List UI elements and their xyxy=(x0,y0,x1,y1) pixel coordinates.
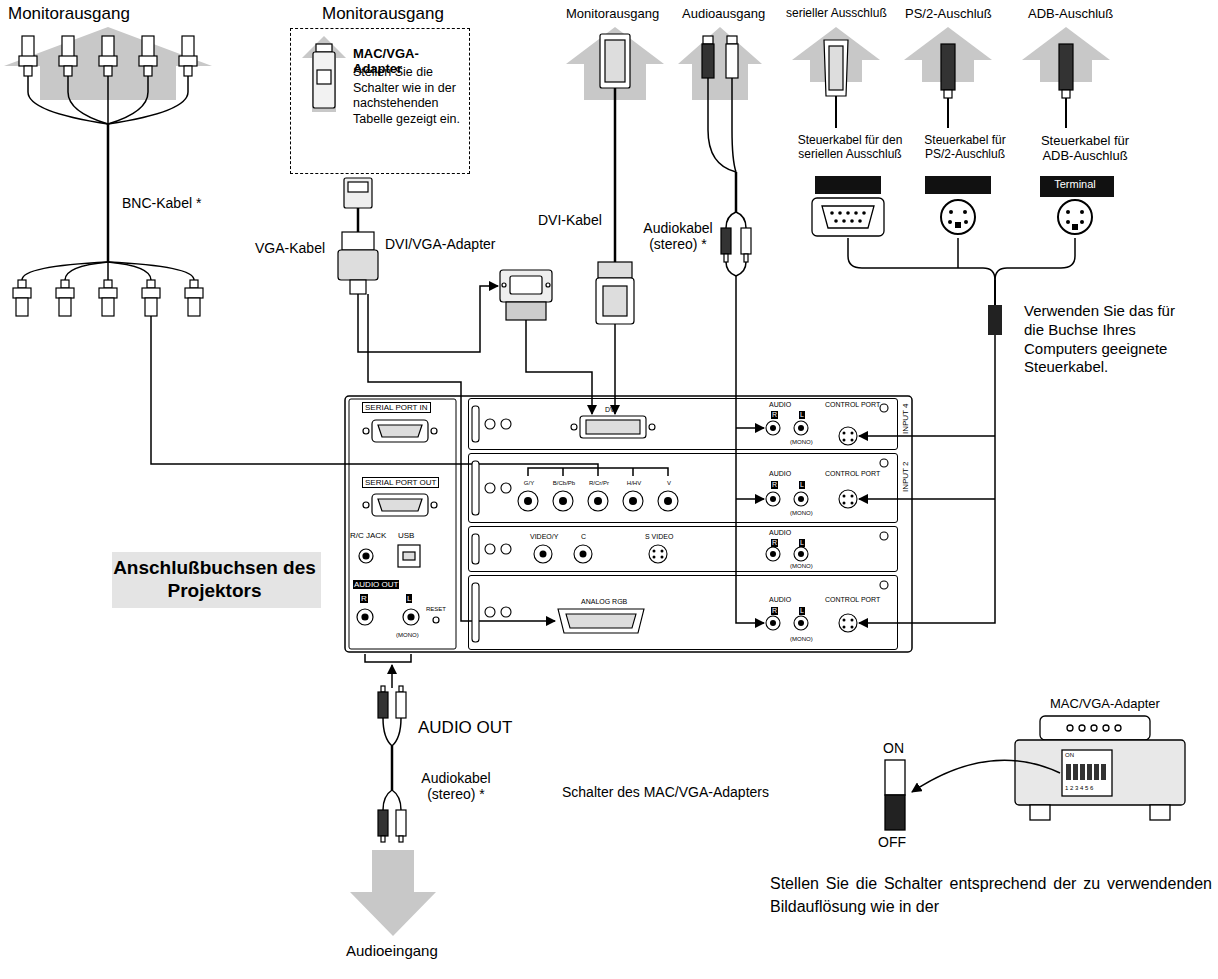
input-module: ANALOG RGB AUDIO R L (MONO) CONTROL PORT xyxy=(468,575,898,650)
node-text: CONTROL PORT xyxy=(825,470,880,478)
node-text: AUDIO xyxy=(769,529,791,537)
label: AUDIO OUT xyxy=(353,580,399,589)
label: R xyxy=(360,594,368,603)
label: DVI-Kabel xyxy=(538,212,602,228)
input-module: G/YB/Cb/PbR/Cr/PrH/HVV AUDIO R L (MONO) CONTR… xyxy=(468,453,898,523)
node-text: R/Cr/Pr xyxy=(582,480,616,487)
label: serieller Ausschluß xyxy=(786,7,887,21)
terminal-label-box: Terminal xyxy=(1040,176,1114,197)
label: USB xyxy=(398,531,414,540)
label: OFF xyxy=(878,834,906,850)
label: Audioausgang xyxy=(682,7,765,22)
node-text: L xyxy=(799,481,805,489)
label: Monitorausgang xyxy=(566,7,659,22)
input-module: DVI AUDIO R L (MONO) CONTROL PORT xyxy=(468,398,898,450)
label: MAC/VGA-Adapter xyxy=(1050,697,1160,712)
label: ON xyxy=(1065,752,1074,759)
node-text: (MONO) xyxy=(790,439,813,446)
label: ON xyxy=(883,740,904,756)
label: Schalter des MAC/VGA-Adapters xyxy=(562,784,769,800)
node-text: R xyxy=(771,607,778,615)
node-text: CONTROL PORT xyxy=(825,401,880,409)
node-text: VIDEO/Y xyxy=(530,533,558,541)
label: L xyxy=(406,594,412,603)
node-text: AUDIO xyxy=(769,401,791,409)
node-text: L xyxy=(799,539,805,547)
label: R/C JACK xyxy=(350,531,386,540)
node-text: AUDIO xyxy=(769,470,791,478)
label: Audiokabel (stereo) * xyxy=(640,220,716,252)
label: Steuerkabel für PS/2-Auschluß xyxy=(916,134,1014,162)
node-text: C xyxy=(581,533,586,541)
label: (MONO) xyxy=(396,632,419,639)
label: Steuerkabel für ADB-Auschluß xyxy=(1030,134,1140,164)
node-text: R xyxy=(771,481,778,489)
node-text: AUDIO xyxy=(769,596,791,604)
label: SERIAL PORT IN xyxy=(362,402,431,413)
label: PS/2-Auschluß xyxy=(905,7,992,22)
node-text: G/Y xyxy=(512,480,546,487)
label: VGA-Kabel xyxy=(255,240,325,256)
node-text: L xyxy=(799,411,805,419)
label: Monitorausgang xyxy=(8,4,130,24)
input-module: VIDEO/Y C S VIDEO AUDIO R L (MONO) xyxy=(468,526,898,572)
node-text: Terminal xyxy=(1040,176,1110,194)
label: INPUT 2 xyxy=(901,461,910,492)
label: ADB-Auschluß xyxy=(1028,7,1113,22)
label: Audiokabel (stereo) * xyxy=(416,770,496,802)
node-text: (MONO) xyxy=(790,563,813,570)
node-text: DVI xyxy=(605,406,617,414)
label: RESET xyxy=(426,606,446,613)
title-patch: Anschlußbuchsen des Projektors xyxy=(112,552,321,608)
label: BNC-Kabel * xyxy=(122,195,201,211)
label: Stellen Sie die Schalter entsprechend de… xyxy=(770,872,1212,918)
label: SERIAL PORT OUT xyxy=(362,477,439,488)
label: Monitorausgang xyxy=(322,4,444,24)
node-text: S VIDEO xyxy=(645,533,673,541)
node-text: Stellen Sie die Schalter wie in der nach… xyxy=(353,65,467,128)
label: INPUT 4 xyxy=(901,403,910,434)
node-text: R xyxy=(771,411,778,419)
callout-box: MAC/VGA-AdapterStellen Sie die Schalter … xyxy=(290,28,470,174)
node-text: (MONO) xyxy=(790,510,813,517)
node-text: R xyxy=(771,539,778,547)
node-text: V xyxy=(652,480,686,487)
label: AUDIO OUT xyxy=(418,718,512,738)
node-text: H/HV xyxy=(617,480,651,487)
label: Verwenden Sie das für die Buchse Ihres C… xyxy=(1024,302,1189,377)
label: Steuerkabel für den seriellen Ausschluß xyxy=(792,134,908,162)
node-text: (MONO) xyxy=(790,636,813,643)
node-text: L xyxy=(799,607,805,615)
node-text: CONTROL PORT xyxy=(825,596,880,604)
node-text: B/Cb/Pb xyxy=(547,480,581,487)
label: DVI/VGA-Adapter xyxy=(385,236,496,252)
label: 1 2 3 4 5 6 xyxy=(1065,785,1093,792)
node-text: ANALOG RGB xyxy=(581,598,627,606)
node-text: Anschlußbuchsen des Projektors xyxy=(112,557,317,603)
label: Audioeingang xyxy=(346,942,438,959)
